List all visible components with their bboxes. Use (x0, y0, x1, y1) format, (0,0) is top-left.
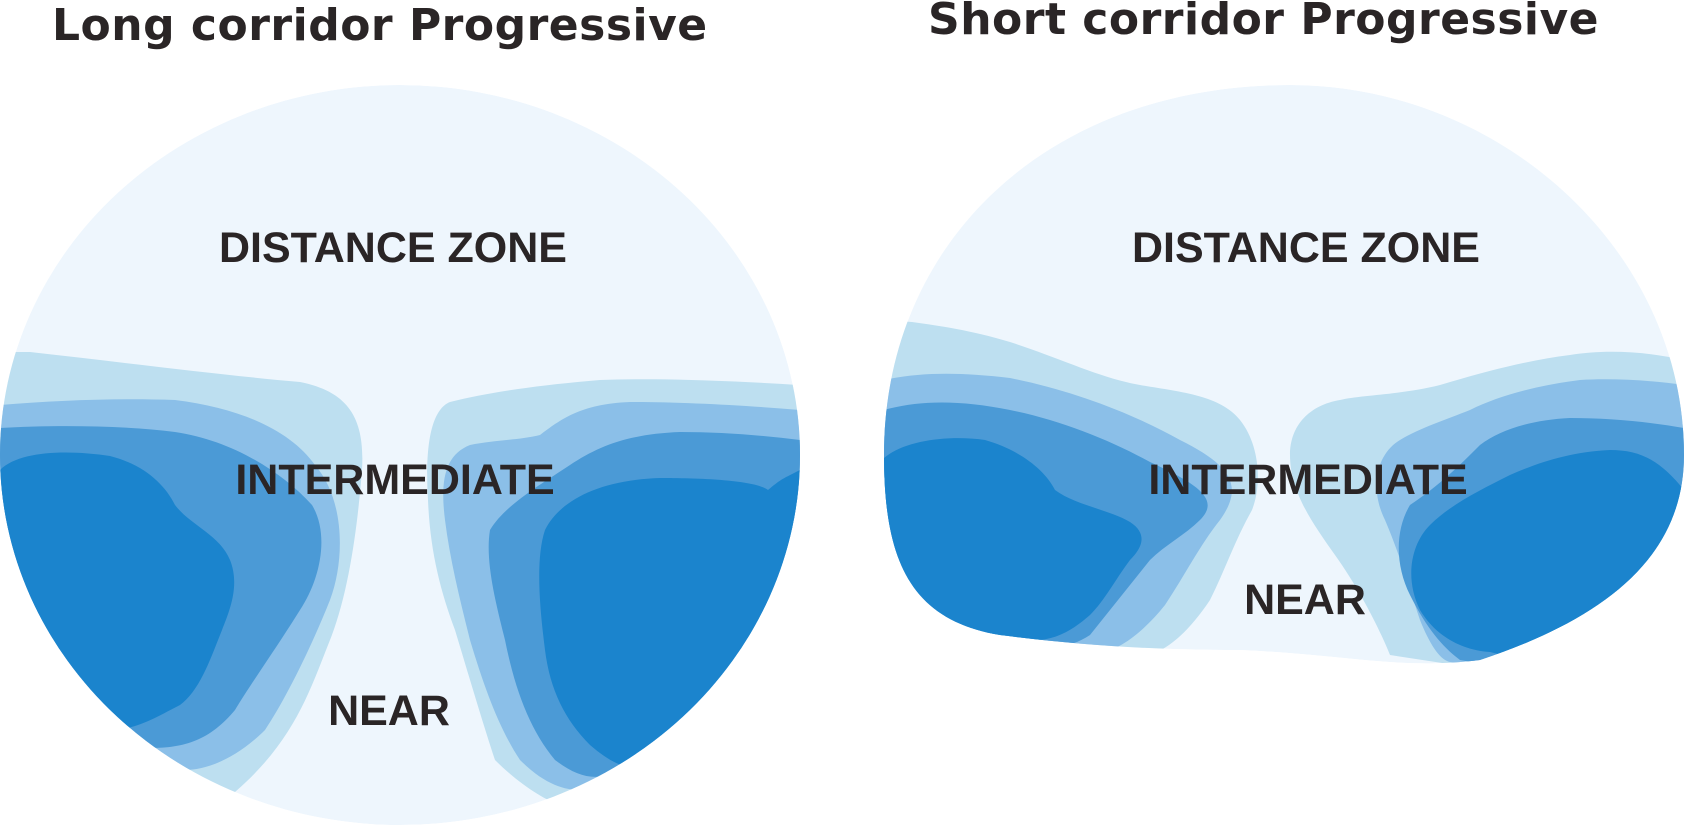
right-lens: DISTANCE ZONE INTERMEDIATE NEAR (884, 85, 1684, 664)
left-near-label: NEAR (328, 687, 450, 735)
right-near-label: NEAR (1244, 576, 1366, 624)
left-lens-title: Long corridor Progressive (52, 0, 708, 51)
left-distance-label: DISTANCE ZONE (219, 224, 567, 272)
right-lens-title: Short corridor Progressive (928, 0, 1600, 45)
left-lens: DISTANCE ZONE INTERMEDIATE NEAR (0, 85, 800, 825)
left-intermediate-label: INTERMEDIATE (235, 456, 554, 504)
right-intermediate-label: INTERMEDIATE (1148, 456, 1467, 504)
right-distance-label: DISTANCE ZONE (1132, 224, 1480, 272)
